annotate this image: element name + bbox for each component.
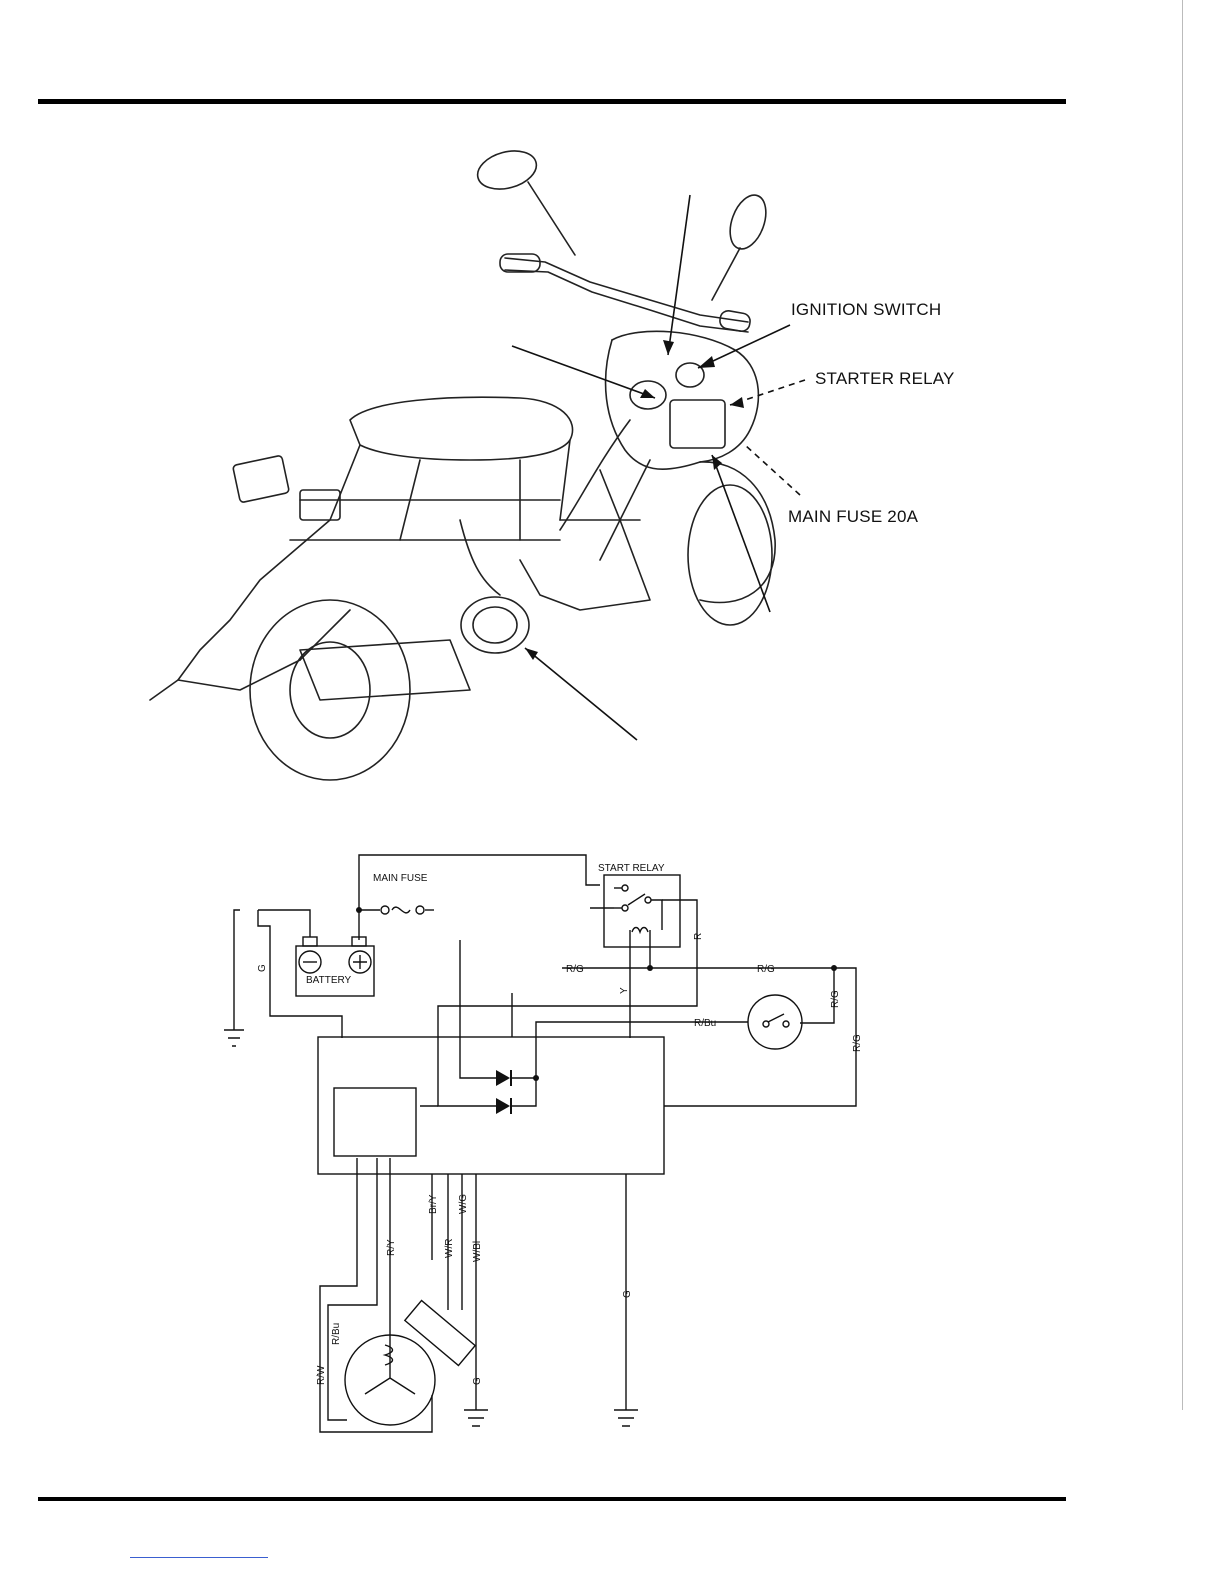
wire-label-g-battery: G <box>257 964 268 972</box>
main-feed-wire <box>359 855 600 940</box>
start-relay-schematic-label: START RELAY <box>598 863 665 874</box>
wire-label-rbu-stator: R/Bu <box>331 1323 342 1345</box>
wire-label-rg-vertical: R/G <box>830 990 841 1008</box>
ignition-switch-symbol <box>748 995 802 1049</box>
battery-label: BATTERY <box>306 975 352 986</box>
wire-label-y: Y <box>619 987 630 994</box>
footer-link-underline <box>130 1557 268 1558</box>
pulser-coil <box>405 1301 475 1366</box>
wire-label-r: R <box>693 933 704 940</box>
diode-lower <box>496 1098 510 1114</box>
start-relay-box <box>604 875 680 947</box>
wire-label-rg-right: R/G <box>852 1034 863 1052</box>
battery-box <box>296 946 374 996</box>
wire-label-g-pulser: G <box>472 1377 483 1385</box>
wire-label-wg: W/G <box>458 1194 469 1214</box>
wire-label-ry: R/Y <box>386 1239 397 1256</box>
wire-label-rbu-switch: R/Bu <box>694 1018 716 1029</box>
page-edge-line <box>1182 0 1183 1410</box>
fuse-element <box>392 907 410 913</box>
wire-label-rg-left: R/G <box>566 964 584 975</box>
wire-label-wr: W/R <box>444 1239 455 1258</box>
wire-label-g-ground: G <box>622 1290 633 1298</box>
wire-label-rg-mid: R/G <box>757 964 775 975</box>
wire-label-wbl: W/Bl <box>472 1241 483 1262</box>
footer-rule <box>38 1497 1066 1501</box>
wire-label-rw: R/W <box>316 1365 327 1385</box>
diode-upper <box>496 1070 510 1086</box>
wire-label-bry: Br/Y <box>428 1194 439 1214</box>
main-fuse-schematic-label: MAIN FUSE <box>373 873 428 884</box>
